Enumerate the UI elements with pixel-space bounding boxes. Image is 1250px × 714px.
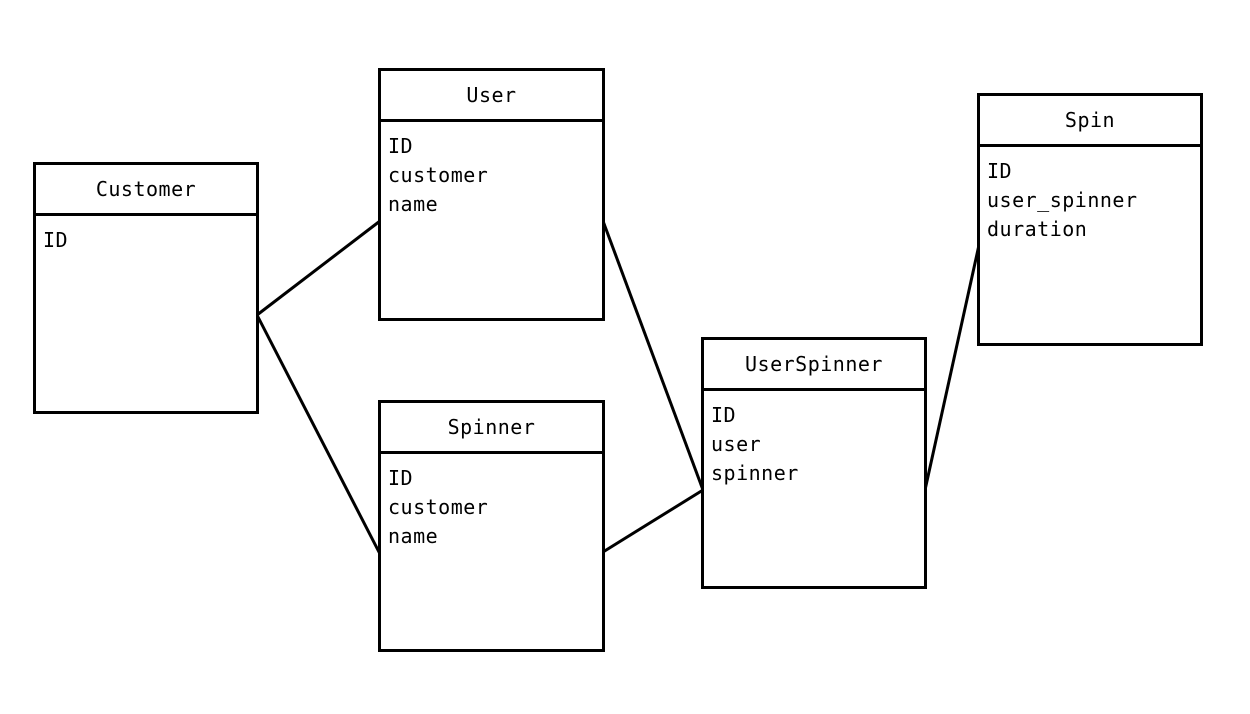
- entity-title: Spinner: [381, 403, 602, 454]
- relationship-userspinner-spin: [923, 244, 981, 491]
- entity-title: User: [381, 71, 602, 122]
- entity-field: spinner: [711, 461, 799, 485]
- entity-fields: ID customer name: [381, 122, 602, 219]
- relationship-user-userspinner: [601, 220, 705, 491]
- entity-field: ID: [388, 134, 414, 158]
- entity-field: user: [711, 432, 762, 456]
- entity-field: ID: [43, 228, 69, 252]
- entity-fields: ID customer name: [381, 454, 602, 551]
- relationship-customer-spinner: [255, 314, 382, 555]
- entity-field: customer: [388, 163, 489, 187]
- entity-field: ID: [987, 159, 1013, 183]
- entity-user: User ID customer name: [378, 68, 605, 321]
- entity-field: name: [388, 524, 439, 548]
- entity-spin: Spin ID user_spinner duration: [977, 93, 1203, 346]
- entity-title: UserSpinner: [704, 340, 924, 391]
- entity-fields: ID user_spinner duration: [980, 147, 1200, 244]
- entity-field: duration: [987, 217, 1088, 241]
- entity-title: Customer: [36, 165, 256, 216]
- relationship-spinner-userspinner: [602, 488, 704, 554]
- entity-field: customer: [388, 495, 489, 519]
- entity-fields: ID user spinner: [704, 391, 924, 488]
- entity-field: user_spinner: [987, 188, 1138, 212]
- entity-title: Spin: [980, 96, 1200, 147]
- entity-field: ID: [388, 466, 414, 490]
- entity-userspinner: UserSpinner ID user spinner: [701, 337, 927, 589]
- entity-spinner: Spinner ID customer name: [378, 400, 605, 652]
- entity-customer: Customer ID: [33, 162, 259, 414]
- entity-field: ID: [711, 403, 737, 427]
- entity-fields: ID: [36, 216, 256, 255]
- entity-field: name: [388, 192, 439, 216]
- relationship-customer-user: [256, 219, 381, 317]
